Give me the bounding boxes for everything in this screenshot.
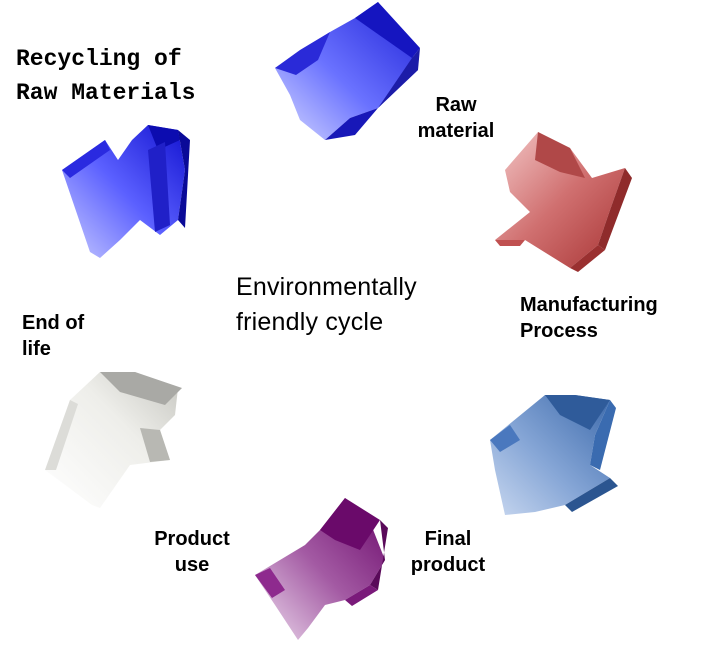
center-text: Environmentally friendly cycle bbox=[236, 273, 417, 336]
arrow-end-of-life bbox=[45, 372, 182, 508]
arrow-recycling bbox=[62, 125, 190, 258]
label-raw-material: Raw material bbox=[417, 94, 495, 142]
diagram-title: Recycling of Raw Materials bbox=[16, 46, 196, 106]
label-manufacturing-process: Manufacturing Process bbox=[520, 294, 658, 342]
label-final-product: Final product bbox=[410, 528, 486, 576]
label-product-use: Product use bbox=[154, 528, 230, 576]
arrow-final-product bbox=[490, 395, 618, 515]
arrow-raw-material bbox=[275, 2, 420, 140]
label-end-of-life: End of life bbox=[22, 312, 85, 360]
arrow-manufacturing-process bbox=[495, 132, 632, 272]
arrow-product-use bbox=[255, 498, 388, 640]
